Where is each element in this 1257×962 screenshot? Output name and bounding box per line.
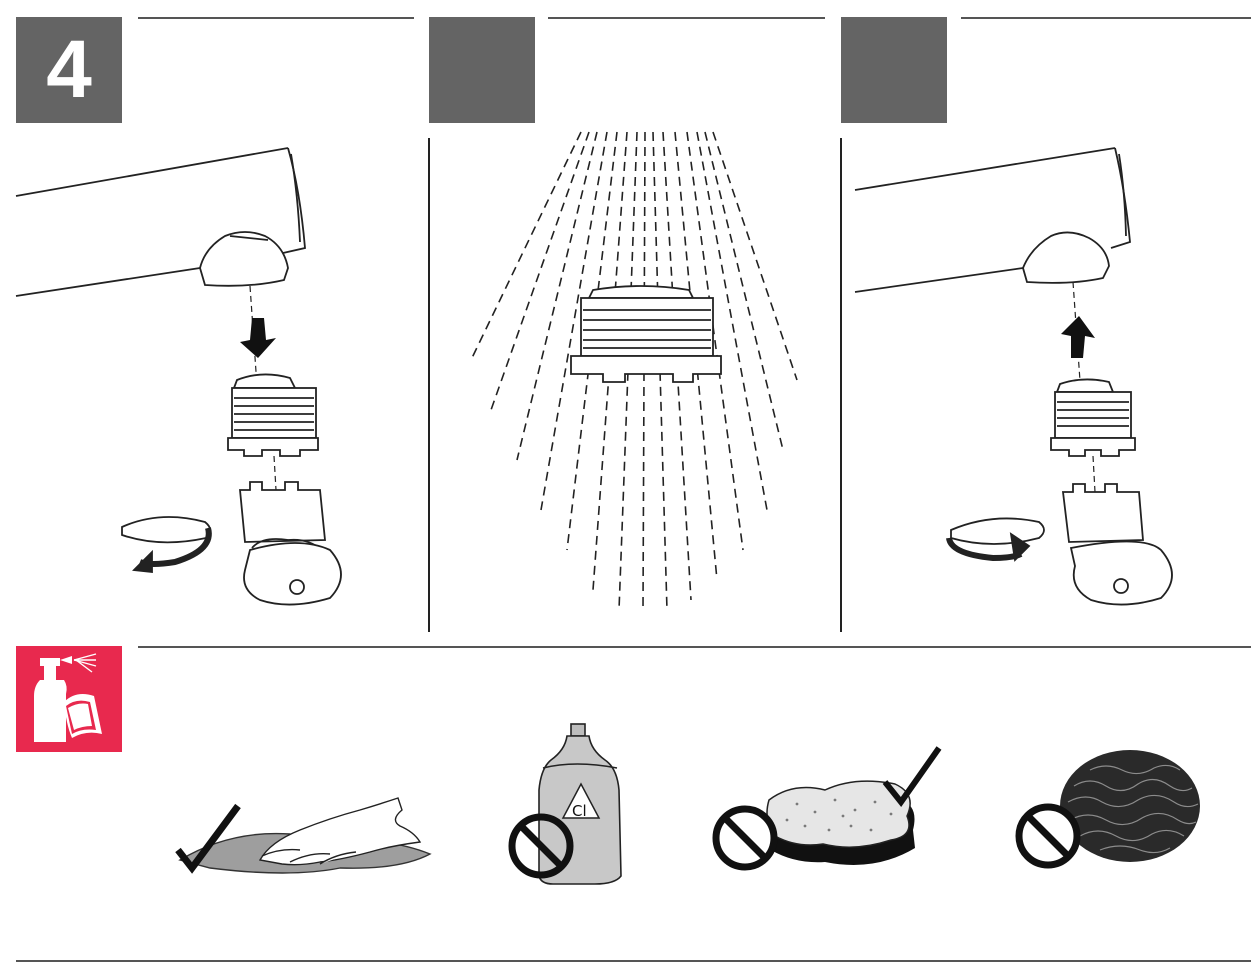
- header-rule-3: [961, 17, 1251, 19]
- steel-wool-not-allowed: [1015, 750, 1200, 869]
- care-rule: [138, 646, 1251, 648]
- refit-aerator-illustration: [854, 147, 1173, 606]
- soft-cloth-allowed: [175, 797, 432, 874]
- step-box-2: [429, 17, 535, 123]
- prohibited-icon: [508, 813, 574, 879]
- remove-aerator-illustration: [15, 147, 342, 606]
- chlorine-cleaner-not-allowed: Cl: [508, 723, 622, 885]
- panel-divider-1: [428, 138, 430, 632]
- panel-divider-2: [840, 138, 842, 632]
- check-icon: [175, 803, 241, 874]
- spray-bottle-cloth-icon: [16, 646, 122, 752]
- soft-sponge-allowed: [712, 746, 942, 871]
- step-number: 4: [46, 24, 92, 115]
- step-number-box: 4: [16, 17, 122, 123]
- header-rule-2: [548, 17, 825, 19]
- header-rule-1: [138, 17, 414, 19]
- rinse-aerator-illustration: [470, 131, 798, 611]
- footer-rule: [16, 960, 1251, 962]
- step-box-3: [841, 17, 947, 123]
- prohibited-icon: [712, 805, 778, 871]
- check-icon: [882, 746, 942, 807]
- chlorine-label: Cl: [572, 802, 587, 820]
- prohibited-icon: [1015, 803, 1081, 869]
